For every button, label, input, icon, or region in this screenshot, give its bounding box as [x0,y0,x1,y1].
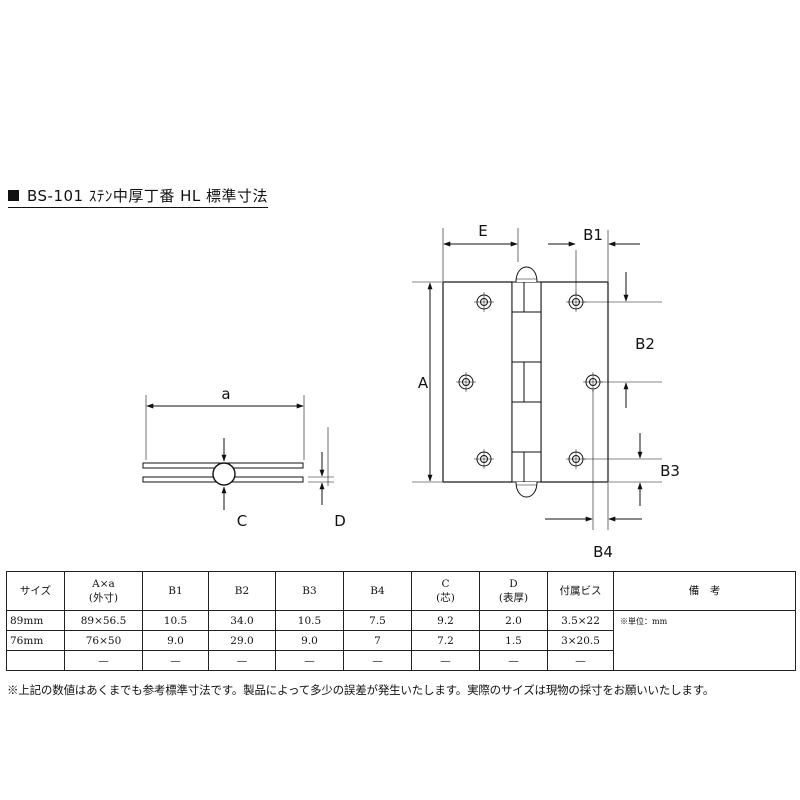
hinge-side-view [142,395,334,510]
table-cell: — [547,650,614,671]
table-cell: 10.5 [275,610,344,631]
table-cell: 2.0 [479,610,548,631]
label-D: D [334,512,346,530]
hinge-knuckle [212,462,236,486]
header-b1: B1 [142,571,209,611]
table-row: 76mm 76×50 9.0 29.0 9.0 7 7.2 1.5 3×20.5 [6,630,796,651]
label-B3: B3 [660,462,680,480]
table-cell: — [142,650,209,671]
header-remarks: 備 考 [613,571,796,611]
header-size: サイズ [6,571,65,611]
remarks-cell: ※単位：mm [613,610,796,671]
table-cell: 76mm [6,630,65,651]
table-cell: — [479,650,548,671]
table-cell: 29.0 [208,630,276,651]
label-a: a [221,385,230,403]
header-b4: B4 [343,571,412,611]
table-header-row: サイズ A×a(外寸) B1 B2 B3 B4 C(芯) D(表厚) 付属ビス … [6,571,796,611]
table-row: — — — — — — — — [6,650,796,671]
table-row: 89mm 89×56.5 10.5 34.0 10.5 7.5 9.2 2.0 … [6,610,796,671]
dimension-table: サイズ A×a(外寸) B1 B2 B3 B4 C(芯) D(表厚) 付属ビス … [6,571,796,671]
label-E: E [478,222,487,240]
table-cell: 76×50 [64,630,143,651]
label-B1: B1 [583,226,603,244]
page-title: BS-101 ｽﾃﾝ中厚丁番 HL 標準寸法 [8,185,269,208]
title-text: BS-101 ｽﾃﾝ中厚丁番 HL 標準寸法 [27,187,269,205]
table-cell: 9.2 [411,610,480,631]
header-axa: A×a(外寸) [64,571,143,611]
label-A: A [418,374,429,392]
table-cell: 34.0 [208,610,276,631]
label-B2: B2 [635,335,655,353]
table-cell: — [411,650,480,671]
hinge-dimension-drawing: a C D [142,222,680,561]
table-cell: 89×56.5 [64,610,143,631]
table-cell: 7 [343,630,412,651]
label-B4: B4 [593,543,613,561]
table-cell: — [64,650,143,671]
table-cell: — [275,650,344,671]
table-cell: 10.5 [142,610,209,631]
left-leaf [442,281,513,483]
header-c: C(芯) [411,571,480,611]
table-cell: 9.0 [142,630,209,651]
table-cell: — [208,650,276,671]
header-screws: 付属ビス [547,571,614,611]
footnote: ※上記の数値はあくまでも参考標準寸法です。製品によって多少の誤差が発生いたします… [7,683,715,697]
square-bullet-icon [8,190,19,201]
hinge-front-view [412,228,662,530]
table-cell: 1.5 [479,630,548,651]
table-cell: 7.2 [411,630,480,651]
table-cell [6,650,65,671]
label-C: C [237,512,247,530]
table-cell: 7.5 [343,610,412,631]
header-d: D(表厚) [479,571,548,611]
table-cell: — [343,650,412,671]
header-b3: B3 [275,571,344,611]
table-cell: 9.0 [275,630,344,651]
header-b2: B2 [208,571,276,611]
table-cell: 3.5×22 [547,610,614,631]
table-cell: 3×20.5 [547,630,614,651]
table-cell: 89mm [6,610,65,631]
